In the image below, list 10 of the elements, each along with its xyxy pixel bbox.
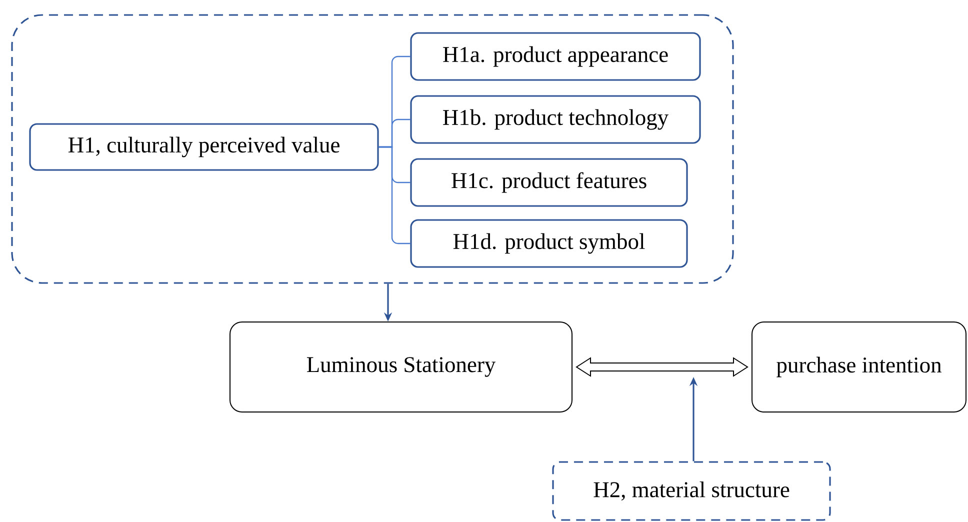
- hypothesis-box: H1, culturally perceived value: [29, 123, 379, 171]
- hypothesis-box: H2, material structure: [552, 461, 831, 521]
- construct-box: Luminous Stationery: [230, 322, 572, 412]
- construct-box: purchase intention: [752, 322, 967, 412]
- sub-hypothesis-box: H1d. product symbol: [410, 219, 688, 268]
- dashed-group-box: [11, 14, 734, 284]
- connector-line: [378, 146, 410, 244]
- sub-hypothesis-box: H1b. product technology: [410, 95, 701, 144]
- sub-hypothesis-box: H1a. product appearance: [410, 32, 701, 81]
- sub-hypothesis-box: H1c. product features: [410, 158, 688, 207]
